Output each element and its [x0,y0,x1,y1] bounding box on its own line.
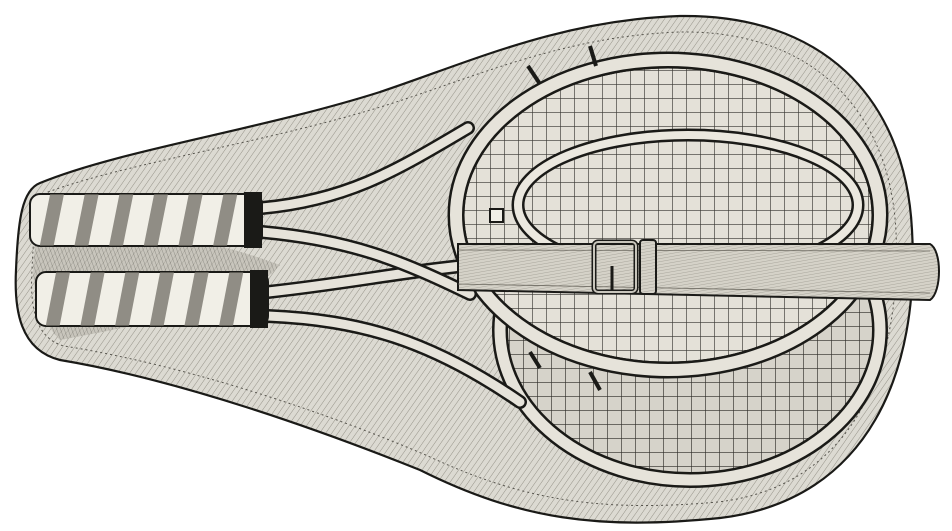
upper-racket-grip [29,192,263,248]
case-inner-lining [31,31,897,507]
upper-racket-stencil-mark [489,208,504,223]
upper-racket-grip-wrap [39,194,64,246]
upper-racket-grip-wrap [178,194,203,246]
lower-racket-grip-collar [250,270,268,328]
upper-racket-grip-wrap [74,194,99,246]
lower-racket-grip-wrap [184,272,209,326]
upper-racket-grip-collar [244,192,262,248]
lower-racket-grip-wrap [80,272,105,326]
upper-racket-grip-wrap [143,194,168,246]
lower-racket-grip-wrap [149,272,174,326]
case-strap [457,239,940,302]
upper-racket-grip-wrap [213,194,238,246]
lower-racket-grip [35,270,269,328]
lower-racket-grip-wrap [219,272,244,326]
upper-racket-grip-wrap [109,194,134,246]
strap-keeper-loop [639,239,657,295]
frame-wrap-bands [526,45,602,391]
lower-racket-grip-wrap [45,272,70,326]
lower-racket-grip-wrap [115,272,140,326]
